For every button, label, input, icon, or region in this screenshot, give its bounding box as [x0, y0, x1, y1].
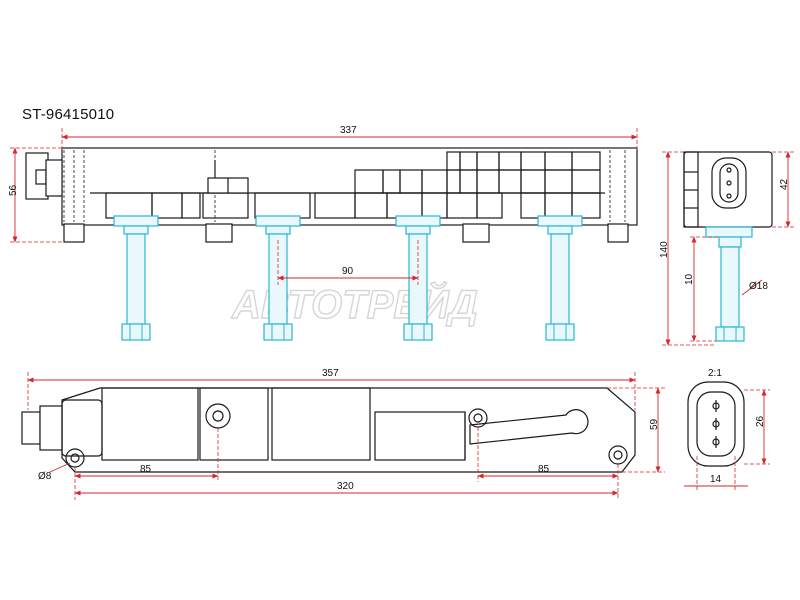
side-view: 42 140 10 Ø18	[659, 151, 795, 346]
dim-connector-height: 26	[755, 415, 766, 427]
part-number: ST-96415010	[22, 106, 115, 123]
dim-mount-spacing: 320	[337, 481, 354, 492]
lever-arm	[469, 409, 589, 445]
mount-boss	[462, 223, 490, 243]
dim-height-left: 56	[8, 184, 19, 196]
dim-depth: 59	[649, 418, 660, 430]
spark-boot	[113, 215, 159, 341]
front-view: 337 56 90	[8, 125, 638, 341]
dim-boot-diameter: Ø18	[749, 281, 768, 292]
connector-detail: 2:1 26 14	[684, 368, 770, 490]
dim-offset-left: 85	[140, 464, 152, 475]
dim-offset-right: 85	[538, 464, 550, 475]
mount-boss	[63, 223, 85, 243]
spark-boot	[537, 215, 583, 341]
connector-plan	[21, 411, 41, 445]
dim-boot-length: 10	[684, 273, 695, 285]
dim-total-height: 140	[659, 241, 670, 258]
detail-scale: 2:1	[708, 368, 722, 379]
dim-overall-length-top: 337	[340, 125, 357, 136]
coil-body-front	[61, 147, 638, 226]
mount-boss	[205, 223, 233, 243]
watermark: АВТОТРЕЙД	[231, 280, 478, 327]
dim-overall-length-bottom: 357	[322, 368, 339, 379]
spark-boot-side	[705, 226, 753, 342]
dim-side-height: 42	[779, 178, 790, 190]
dim-pitch: 90	[342, 266, 354, 277]
plan-view: 357 59 Ø8 85 85 320	[21, 368, 665, 500]
coil-body-plan	[61, 387, 636, 473]
dim-connector-width: 14	[710, 474, 722, 485]
dim-hole-diameter: Ø8	[38, 471, 52, 482]
mount-boss	[607, 223, 629, 243]
